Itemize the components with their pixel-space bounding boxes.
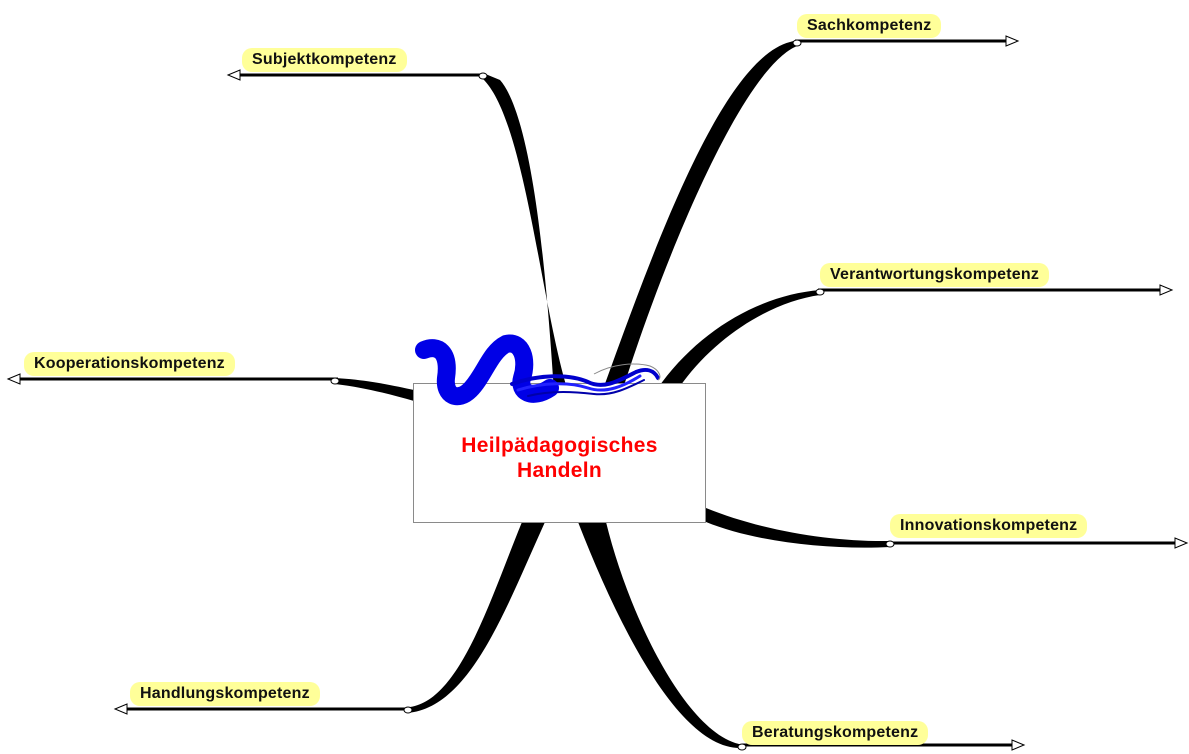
arrow-right-icon [1011, 739, 1026, 751]
connector-verantwortungskompetenz [660, 290, 820, 392]
blue-brushstroke-logo-icon [415, 334, 661, 406]
center-title-line1: Heilpädagogisches [461, 434, 658, 457]
connector-innovationskompetenz [706, 508, 890, 548]
center-node[interactable]: Heilpädagogisches Handeln [413, 383, 706, 523]
arrow-right-icon [1159, 284, 1174, 296]
handle-handlungskompetenz[interactable] [403, 706, 413, 714]
center-title: Heilpädagogisches Handeln [461, 433, 658, 483]
branch-label-kooperationskompetenz[interactable]: Kooperationskompetenz [24, 352, 235, 376]
connector-kooperationskompetenz [335, 378, 414, 401]
arrow-right-icon [1005, 35, 1020, 47]
handle-kooperationskompetenz[interactable] [330, 377, 340, 385]
branch-label-verantwortungskompetenz[interactable]: Verantwortungskompetenz [820, 263, 1050, 287]
connector-sachkompetenz [602, 40, 797, 392]
handle-beratungskompetenz[interactable] [737, 743, 747, 751]
handle-sachkompetenz[interactable] [792, 39, 802, 47]
branch-label-subjektkompetenz[interactable]: Subjektkompetenz [242, 48, 407, 72]
arrow-left-icon [6, 373, 21, 385]
arrow-right-icon [1174, 537, 1189, 549]
center-title-line2: Handeln [517, 459, 602, 482]
handle-subjektkompetenz[interactable] [478, 72, 488, 80]
branch-arrowheads [6, 35, 1189, 751]
connector-beratungskompetenz [578, 522, 745, 748]
branch-label-handlungskompetenz[interactable]: Handlungskompetenz [130, 682, 320, 706]
handle-verantwortungskompetenz[interactable] [815, 288, 825, 296]
branch-handles [330, 39, 895, 751]
arrow-left-icon [113, 703, 128, 715]
branch-label-sachkompetenz[interactable]: Sachkompetenz [797, 14, 942, 38]
branch-connectors [335, 40, 890, 748]
connector-handlungskompetenz [407, 522, 545, 713]
branch-underlines [18, 39, 1175, 747]
handle-innovationskompetenz[interactable] [885, 540, 895, 548]
arrow-left-icon [226, 69, 241, 81]
branch-label-beratungskompetenz[interactable]: Beratungskompetenz [742, 721, 929, 745]
branch-label-innovationskompetenz[interactable]: Innovationskompetenz [890, 514, 1088, 538]
